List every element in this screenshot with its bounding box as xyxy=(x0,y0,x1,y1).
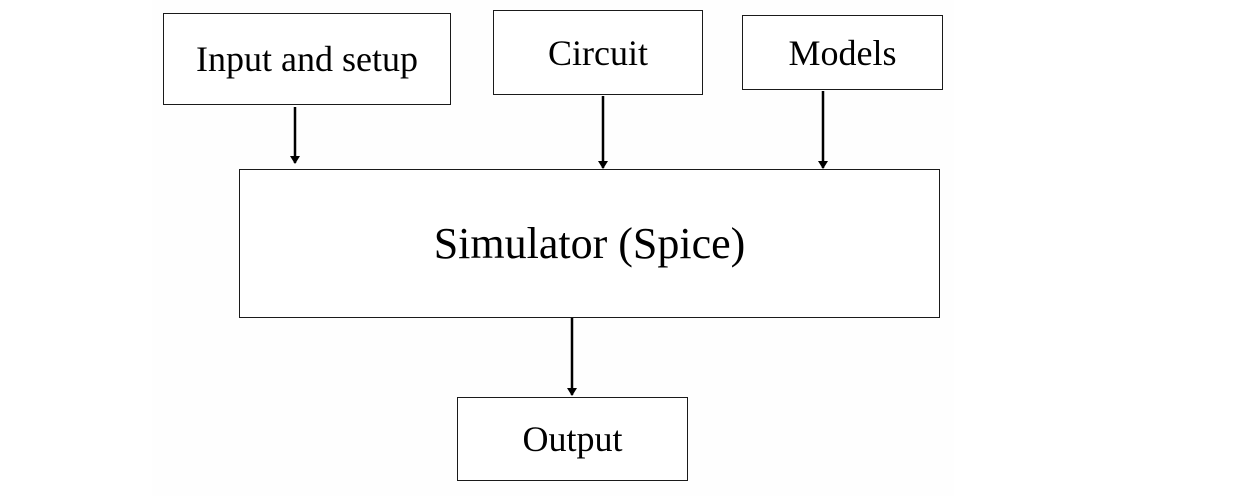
input-and-setup-label: Input and setup xyxy=(196,39,418,79)
circuit-node: Circuit xyxy=(493,10,703,95)
output-label: Output xyxy=(522,419,623,459)
input-and-setup-node: Input and setup xyxy=(163,13,451,105)
models-node: Models xyxy=(742,15,943,90)
models-label: Models xyxy=(788,32,897,73)
simulator-label: Simulator (Spice) xyxy=(433,219,746,268)
circuit-label: Circuit xyxy=(548,32,648,73)
simulator-node: Simulator (Spice) xyxy=(239,169,940,318)
output-node: Output xyxy=(457,397,688,481)
